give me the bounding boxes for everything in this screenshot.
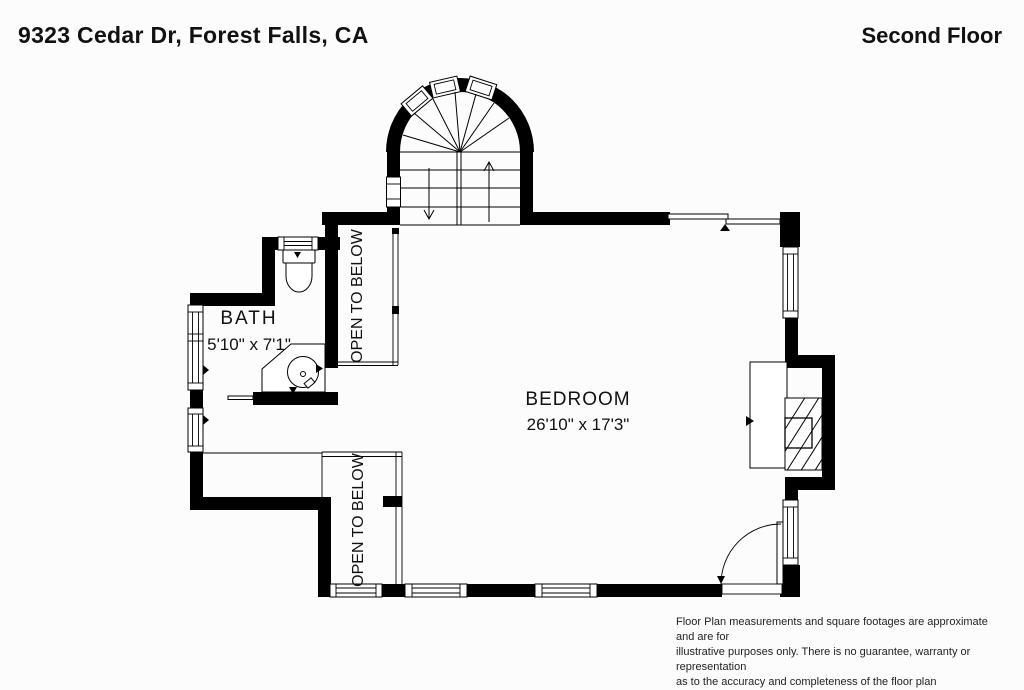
window-icon (782, 499, 799, 566)
sink-icon (261, 343, 326, 394)
arch-window-icon (428, 75, 462, 99)
arch-window-icon (400, 85, 434, 117)
fireplace (746, 361, 823, 471)
window-icon (782, 246, 799, 319)
stair-up-arrow-icon (483, 160, 495, 222)
window-marker-icon (203, 365, 209, 375)
disclaimer-text: Floor Plan measurements and square foota… (676, 615, 1006, 690)
chimney-hatch (785, 398, 822, 470)
bedroom-label: BEDROOM (525, 389, 630, 410)
disclaimer-line-2: illustrative purposes only. There is no … (676, 646, 971, 673)
window-icon (534, 583, 598, 598)
door-swing-icon (717, 521, 784, 595)
sliding-door-icon (667, 213, 781, 231)
bath-door-icon (227, 395, 254, 400)
hearth (749, 361, 788, 469)
winder-treads (400, 91, 520, 153)
disclaimer-line-1: Floor Plan measurements and square foota… (676, 616, 988, 643)
open-to-below-upper-railing (338, 228, 399, 366)
bath-dimensions: 5'10" x 7'1" (207, 335, 291, 354)
open-to-below-upper-label: OPEN TO BELOW (349, 228, 366, 363)
arch-window-icon (464, 75, 498, 101)
window-icon (404, 583, 468, 598)
open-to-below-lower-label: OPEN TO BELOW (350, 452, 367, 587)
fireplace-marker-icon (746, 416, 754, 426)
stair-treads (400, 152, 520, 226)
toilet-icon (282, 249, 316, 293)
stair-down-arrow-icon (423, 168, 435, 221)
window-marker-icon (203, 415, 209, 425)
window-icon (187, 304, 204, 391)
floor-label: Second Floor (861, 23, 1002, 48)
window-icon (187, 407, 204, 453)
window-icon (329, 583, 383, 598)
window-icon (277, 236, 319, 251)
windows (187, 236, 799, 598)
staircase (386, 75, 534, 226)
stair-wall-window-icon (386, 176, 401, 208)
open-to-below-lower-railing (321, 451, 403, 584)
bath-label: BATH (220, 308, 277, 329)
page-title-address: 9323 Cedar Dr, Forest Falls, CA (18, 22, 369, 48)
bedroom-dimensions: 26'10" x 17'3" (527, 415, 630, 434)
